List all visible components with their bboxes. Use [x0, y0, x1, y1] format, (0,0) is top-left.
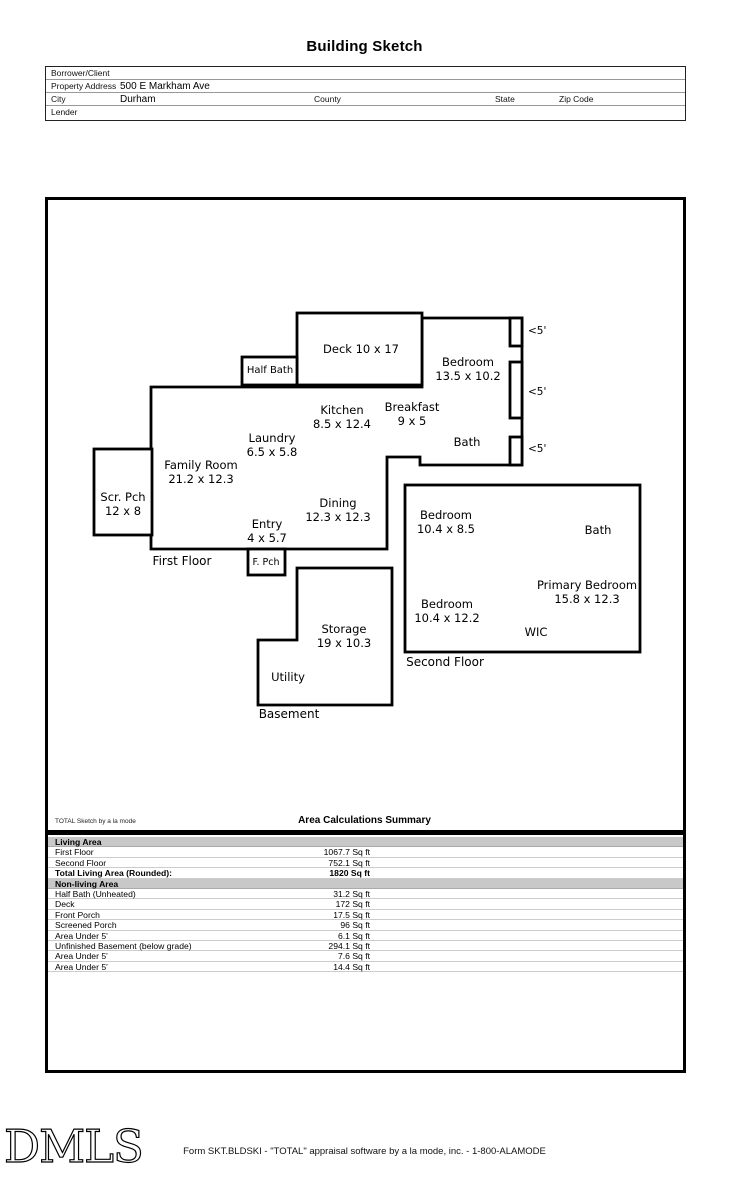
table-row: Area Under 5' 6.1 Sq ft	[48, 931, 683, 941]
room-label-family-room: Family Room 21.2 x 12.3	[164, 458, 238, 486]
room-label-laundry: Laundry 6.5 x 5.8	[246, 431, 298, 459]
room-label-kitchen: Kitchen 8.5 x 12.4	[312, 403, 372, 431]
room-label-bath-2f: Bath	[584, 523, 612, 537]
first-floor-label: First Floor	[152, 554, 212, 568]
table-row: Area Under 5' 14.4 Sq ft	[48, 962, 683, 973]
under5-label-1: <5'	[528, 325, 547, 337]
table-row: Half Bath (Unheated) 31.2 Sq ft	[48, 889, 683, 900]
under5-label-3: <5'	[528, 443, 547, 455]
under5-label-2: <5'	[528, 386, 547, 398]
city-label: City	[51, 94, 66, 104]
room-label-deck: Deck 10 x 17	[323, 342, 399, 356]
dmls-logo: DMLS	[3, 1120, 144, 1173]
property-address-value: 500 E Markham Ave	[120, 81, 210, 92]
summary-divider-bar	[48, 830, 683, 835]
living-area-header: Living Area	[48, 837, 683, 848]
row-property-address: Property Address 500 E Markham Ave	[46, 80, 685, 93]
second-floor-label: Second Floor	[406, 655, 484, 669]
room-label-half-bath: Half Bath	[246, 365, 294, 376]
form-footer-text: Form SKT.BLDSKI - "TOTAL" appraisal soft…	[183, 1146, 546, 1157]
room-label-wic: WIC	[524, 625, 548, 639]
row-borrower: Borrower/Client	[46, 67, 685, 80]
row-city-county-state-zip: City Durham County State Zip Code	[46, 93, 685, 106]
table-row: Area Under 5' 7.6 Sq ft	[48, 951, 683, 962]
room-label-dining: Dining 12.3 x 12.3	[305, 496, 371, 524]
area-summary-title: Area Calculations Summary	[298, 815, 431, 826]
room-label-screened-porch: Scr. Pch 12 x 8	[100, 490, 146, 518]
room-label-entry: Entry 4 x 5.7	[247, 517, 287, 545]
sketch-software-credit: TOTAL Sketch by a la mode	[55, 818, 136, 825]
table-row: First Floor 1067.7 Sq ft	[48, 847, 683, 858]
table-row: Screened Porch 96 Sq ft	[48, 920, 683, 931]
county-label: County	[314, 94, 341, 104]
room-label-primary-bedroom: Primary Bedroom 15.8 x 12.3	[536, 578, 638, 606]
area-summary-table: Living Area First Floor 1067.7 Sq ft Sec…	[48, 837, 683, 973]
page-title: Building Sketch	[306, 38, 423, 55]
zip-label: Zip Code	[559, 94, 594, 104]
city-value: Durham	[120, 94, 156, 105]
table-row: Front Porch 17.5 Sq ft	[48, 910, 683, 921]
room-label-utility: Utility	[271, 670, 305, 684]
room-label-bedroom-1f: Bedroom 13.5 x 10.2	[435, 355, 501, 383]
lender-label: Lender	[51, 107, 78, 117]
table-row: Second Floor 752.1 Sq ft	[48, 858, 683, 869]
room-label-bedroom-2f-b: Bedroom 10.4 x 12.2	[414, 597, 480, 625]
row-lender: Lender	[46, 106, 685, 119]
basement-label: Basement	[258, 707, 320, 721]
room-label-bath-1f: Bath	[453, 435, 481, 449]
borrower-label: Borrower/Client	[51, 68, 110, 78]
property-address-label: Property Address	[51, 81, 117, 91]
property-header-table: Borrower/Client Property Address 500 E M…	[45, 66, 686, 121]
table-row: Unfinished Basement (below grade) 294.1 …	[48, 941, 683, 952]
non-living-area-header: Non-living Area	[48, 878, 683, 889]
table-row: Deck 172 Sq ft	[48, 899, 683, 910]
state-label: State	[495, 94, 515, 104]
room-label-front-porch: F. Pch	[252, 557, 280, 568]
room-label-storage: Storage 19 x 10.3	[316, 622, 372, 650]
room-label-bedroom-2f-a: Bedroom 10.4 x 8.5	[416, 508, 476, 536]
room-label-breakfast: Breakfast 9 x 5	[384, 400, 440, 428]
table-row-total: Total Living Area (Rounded): 1820 Sq ft	[48, 868, 683, 879]
